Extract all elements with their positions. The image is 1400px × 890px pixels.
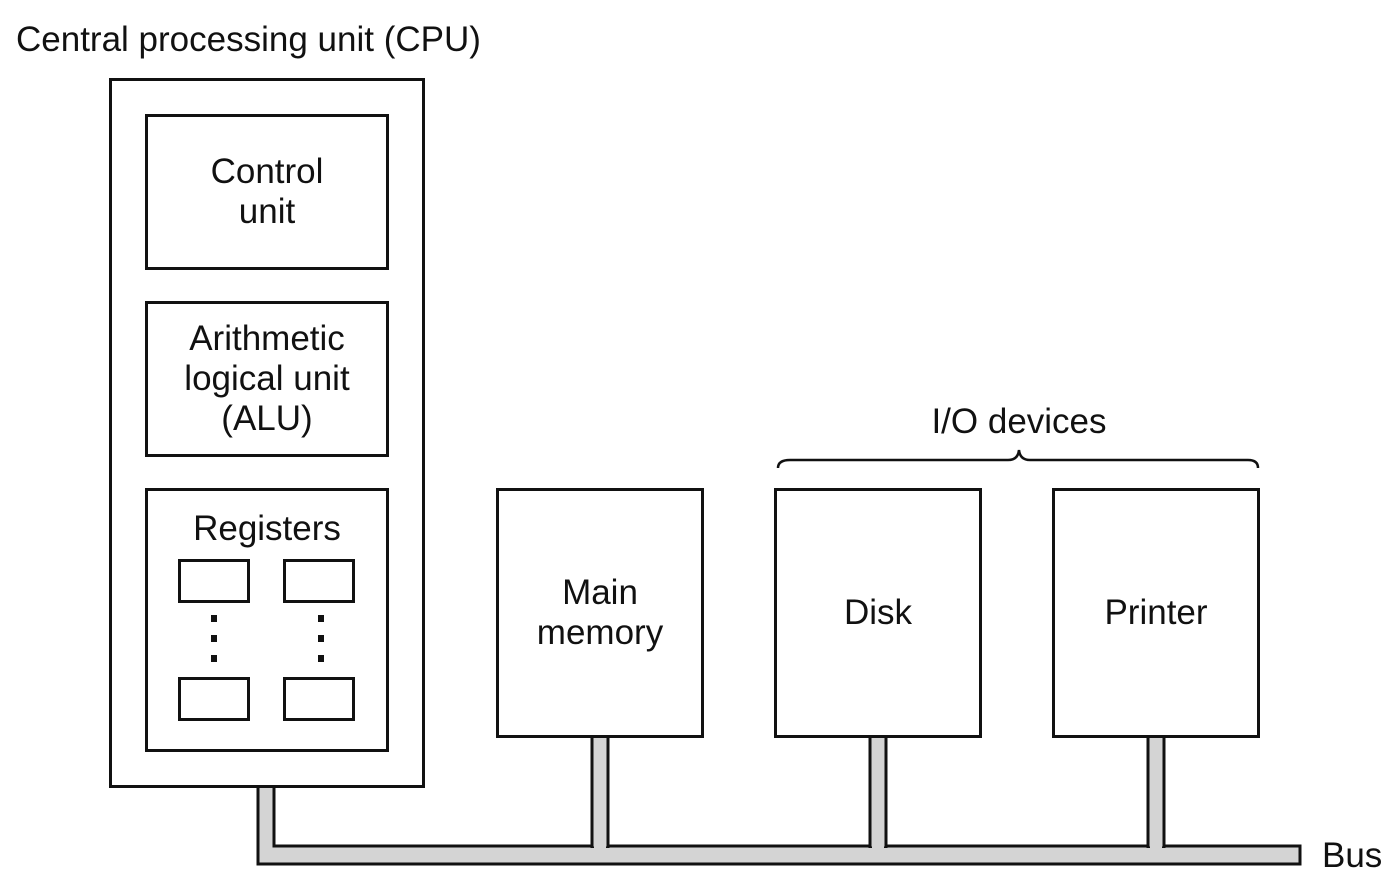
disk-label: Disk	[843, 593, 913, 632]
register-cell-top-left	[178, 559, 250, 603]
alu-box: Arithmetic logical unit (ALU)	[145, 301, 389, 457]
register-ellipsis-left	[211, 615, 217, 675]
io-devices-brace	[776, 449, 1260, 469]
control-unit-label-line1: Control	[210, 152, 324, 191]
bus-label: Bus	[1322, 836, 1383, 875]
io-devices-label: I/O devices	[931, 402, 1107, 441]
register-cell-bottom-left	[178, 677, 250, 721]
alu-label-line2: logical unit	[184, 359, 350, 398]
alu-label-line1: Arithmetic	[189, 319, 345, 358]
control-unit-box: Control unit	[145, 114, 389, 270]
register-ellipsis-right	[318, 615, 324, 675]
main-memory-box: Main memory	[496, 488, 704, 738]
main-memory-label-line2: memory	[536, 613, 664, 652]
control-unit-label-line2: unit	[238, 192, 296, 231]
main-memory-label-line1: Main	[562, 573, 638, 612]
registers-box: Registers	[145, 488, 389, 752]
disk-box: Disk	[774, 488, 982, 738]
register-cell-top-right	[283, 559, 355, 603]
register-cell-bottom-right	[283, 677, 355, 721]
registers-label: Registers	[193, 509, 341, 548]
alu-label-line3: (ALU)	[221, 399, 313, 438]
printer-box: Printer	[1052, 488, 1260, 738]
printer-label: Printer	[1104, 593, 1208, 632]
cpu-title: Central processing unit (CPU)	[16, 20, 481, 59]
